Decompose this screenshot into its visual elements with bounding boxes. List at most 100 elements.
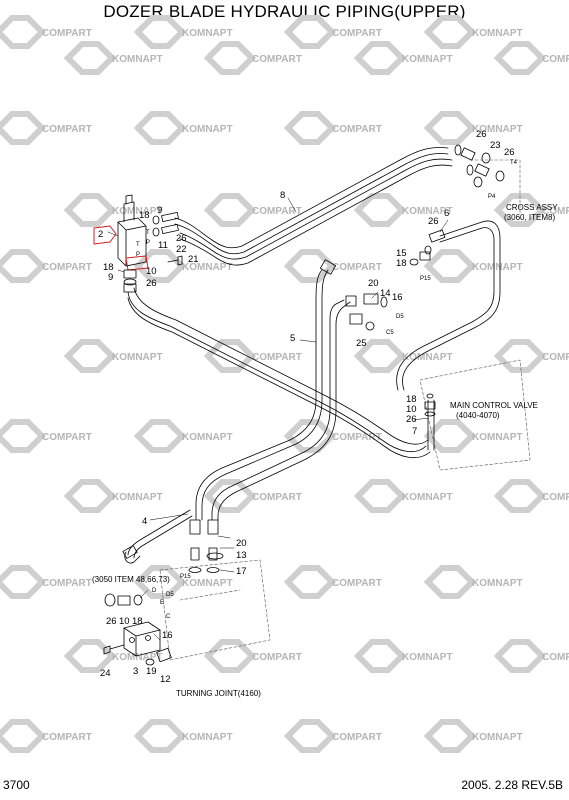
watermark-logo: COMPART <box>283 419 382 453</box>
o-ring-17-left <box>188 567 202 573</box>
hose-lower-left-a-inner <box>127 297 431 459</box>
svg-text:COMPART: COMPART <box>42 732 92 743</box>
watermark-logo: KOMNAPT <box>63 193 163 227</box>
part-label: 18 <box>132 616 143 627</box>
svg-text:COMPART: COMPART <box>332 262 382 273</box>
watermark-logo: KOMNAPT <box>63 41 163 75</box>
svg-text:COMPART: COMPART <box>542 54 569 65</box>
part-label: 17 <box>236 566 247 577</box>
o-ring-20 <box>206 552 224 560</box>
part-label: 3 <box>133 666 138 677</box>
valve-block-3 <box>123 621 161 657</box>
port-label: D <box>152 588 157 594</box>
bolt-21 <box>167 255 183 266</box>
watermark-logo: COMPART <box>0 565 92 599</box>
page-number: 3700 <box>3 778 30 792</box>
port-label: C5 <box>386 330 394 336</box>
svg-text:KOMNAPT: KOMNAPT <box>472 432 523 443</box>
svg-text:KOMNAPT: KOMNAPT <box>402 652 453 663</box>
svg-text:KOMNAPT: KOMNAPT <box>472 732 523 743</box>
fitting-10-upper <box>123 269 137 279</box>
svg-text:KOMNAPT: KOMNAPT <box>112 206 163 217</box>
svg-text:KOMNAPT: KOMNAPT <box>112 652 163 663</box>
watermark-logo: KOMNAPT <box>353 639 453 673</box>
pilot-valve-top <box>123 201 135 223</box>
watermark-layer: COMPART KOMNAPT COMPART KOMNAPT KOMNAPT COMPA… <box>0 15 569 753</box>
part-label: 26 <box>176 233 187 244</box>
svg-text:COMPART: COMPART <box>542 652 569 663</box>
watermark-logo: COMPART <box>283 565 382 599</box>
port-label: P15 <box>180 574 191 580</box>
fitting-23b <box>474 163 490 177</box>
watermark-logo: COMPART <box>493 193 569 227</box>
hose-lower-left-a <box>127 291 427 453</box>
control-block-2 <box>117 217 147 267</box>
diagram-notes: CROSS ASSY (3060, ITEM8) MAIN CONTROL VA… <box>92 203 558 698</box>
watermark-logo: COMPART <box>493 639 569 673</box>
main-control-valve-note: MAIN CONTROL VALVE <box>450 401 538 410</box>
part-label: 14 <box>380 288 391 299</box>
hose-lower-left-b <box>133 287 429 445</box>
port-label: T <box>146 230 150 236</box>
port-label: T4 <box>510 160 518 166</box>
watermark-logo: KOMNAPT <box>353 41 453 75</box>
fitting-25 <box>349 313 363 325</box>
watermark-logo: COMPART <box>203 193 302 227</box>
svg-text:KOMNAPT: KOMNAPT <box>112 54 163 65</box>
svg-text:KOMNAPT: KOMNAPT <box>112 492 163 503</box>
fitting-12 <box>156 647 172 663</box>
turning-joint-note: TURNING JOINT(4160) <box>176 689 261 698</box>
svg-text:KOMNAPT: KOMNAPT <box>402 54 453 65</box>
turning-joint-outline <box>159 159 531 661</box>
watermark-logo: COMPART <box>283 15 382 49</box>
svg-text:KOMNAPT: KOMNAPT <box>182 124 233 135</box>
svg-text:KOMNAPT: KOMNAPT <box>402 206 453 217</box>
watermark-logo: KOMNAPT <box>133 111 233 145</box>
svg-text:COMPART: COMPART <box>332 124 382 135</box>
hose-8-inner <box>174 153 449 255</box>
watermark-logo: COMPART <box>0 419 92 453</box>
svg-text:KOMNAPT: KOMNAPT <box>472 28 523 39</box>
svg-text:COMPART: COMPART <box>332 578 382 589</box>
part-label: 19 <box>146 666 157 677</box>
part-label: 8 <box>280 190 285 201</box>
part-label: 22 <box>176 244 187 255</box>
svg-text:COMPART: COMPART <box>332 432 382 443</box>
main-control-valve-ref: (4040-4070) <box>456 411 500 420</box>
svg-text:COMPART: COMPART <box>542 492 569 503</box>
watermark-logo: KOMNAPT <box>423 111 523 145</box>
fitting-20-left <box>189 519 201 535</box>
elbow-top-hose5 <box>319 259 337 275</box>
bolt-24 <box>103 644 125 655</box>
hose-8b-inner <box>179 164 453 266</box>
part-label: 26 <box>428 216 439 227</box>
adapter-13-left <box>190 547 200 561</box>
part-label: 10 <box>146 266 157 277</box>
watermark-logo: KOMNAPT <box>63 479 163 513</box>
fitting-11 <box>161 224 179 234</box>
fitting-14 <box>363 293 379 305</box>
svg-text:COMPART: COMPART <box>42 578 92 589</box>
watermark-logo: KOMNAPT <box>353 339 453 373</box>
watermark-logo: COMPART <box>283 719 382 753</box>
elbow-fitting-4 <box>124 551 141 564</box>
adapter-10-lower <box>117 595 131 606</box>
callout-2-highlight <box>93 225 117 245</box>
fitting-4-nut <box>122 545 138 559</box>
svg-text:KOMNAPT: KOMNAPT <box>182 28 233 39</box>
svg-text:KOMNAPT: KOMNAPT <box>402 492 453 503</box>
hose-4-inner <box>217 301 351 521</box>
watermark-logo: KOMNAPT <box>133 15 233 49</box>
o-ring-18-lower <box>133 594 143 606</box>
svg-text:KOMNAPT: KOMNAPT <box>182 578 233 589</box>
port-label: E <box>160 600 164 606</box>
hose-6-inner <box>396 227 495 391</box>
watermark-logo: COMPART <box>203 479 302 513</box>
part-label: 9 <box>108 272 113 283</box>
hose-6 <box>402 220 501 391</box>
hose-8 <box>174 147 449 249</box>
hose-4-lower <box>127 509 191 556</box>
o-ring-17-right <box>206 567 220 573</box>
